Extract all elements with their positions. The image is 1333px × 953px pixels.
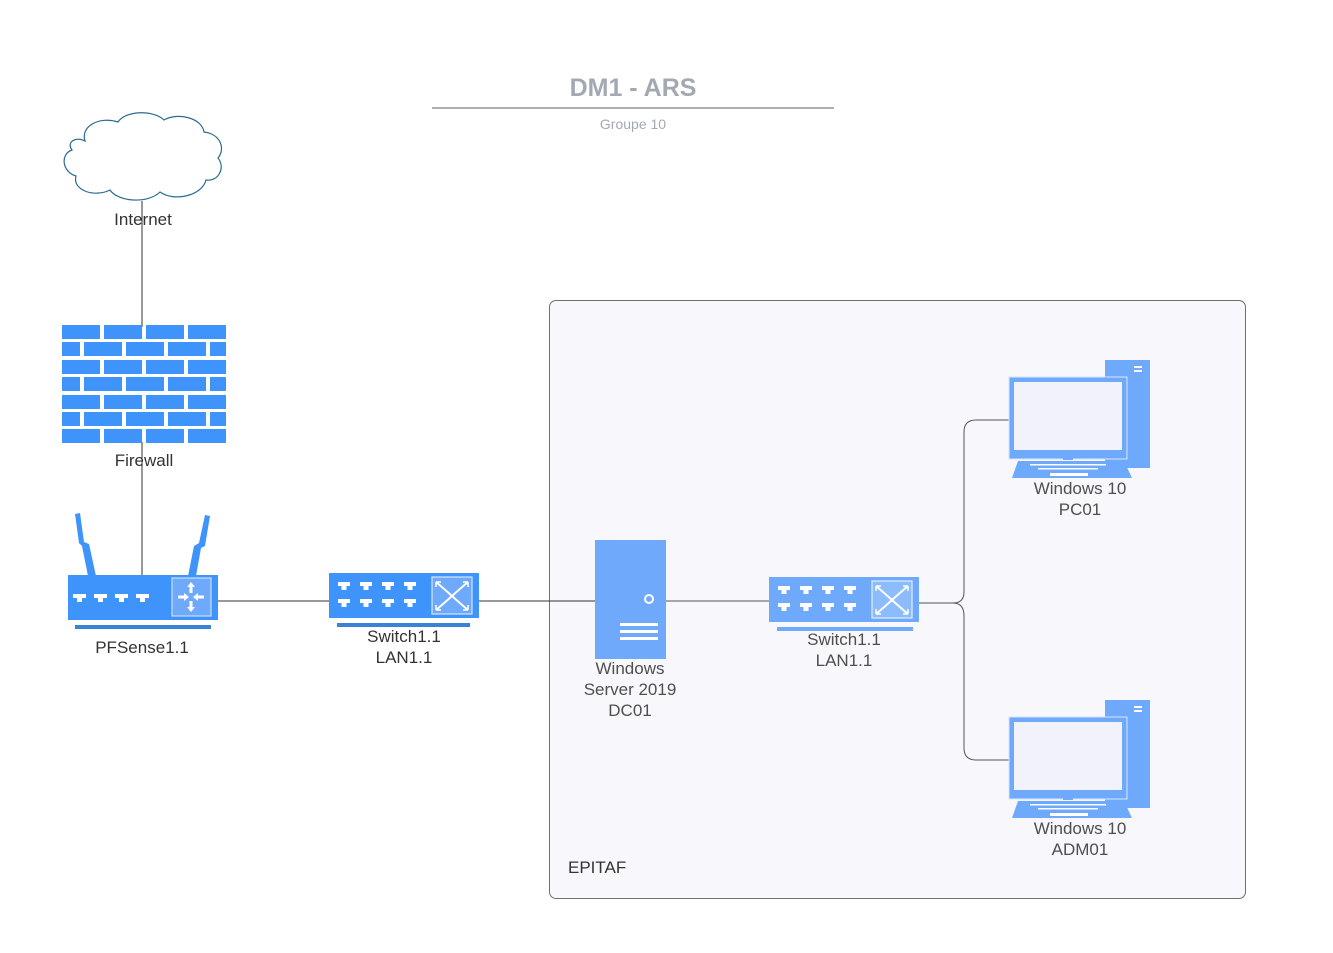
desktop-computer-icon[interactable] [1008, 699, 1152, 821]
cloud-icon[interactable] [60, 108, 226, 204]
internet-label: Internet [114, 210, 172, 229]
pc01-label-line2: PC01 [1058, 500, 1102, 519]
firewall-label: Firewall [114, 451, 174, 470]
brick-wall-icon[interactable] [62, 325, 226, 443]
server-label-line3: DC01 [608, 701, 652, 720]
zone-label: EPITAF [568, 858, 627, 877]
server-tower-icon[interactable] [595, 540, 666, 660]
adm01-label-line1: Windows 10 [1033, 819, 1127, 838]
wire-switch2-adm01[interactable] [918, 602, 1010, 761]
wireless-router-icon[interactable] [66, 510, 220, 632]
network-switch-icon[interactable] [768, 576, 920, 634]
diagram-subtitle: Groupe 10 [599, 116, 667, 132]
server-label-line2: Server 2019 [583, 680, 677, 699]
switch1-label-line1: Switch1.1 [367, 627, 441, 646]
switch2-label-line1: Switch1.1 [807, 630, 881, 649]
pc01-label-line1: Windows 10 [1033, 479, 1127, 498]
switch1-label-line2: LAN1.1 [375, 648, 433, 667]
network-switch-icon[interactable] [328, 572, 480, 630]
diagram-title: DM1 - ARS [569, 74, 697, 102]
router-label: PFSense1.1 [95, 638, 189, 657]
desktop-computer-icon[interactable] [1008, 359, 1152, 481]
server-label-line1: Windows [595, 659, 665, 678]
title-divider [432, 107, 834, 109]
wire-switch2-pc01[interactable] [918, 419, 1010, 604]
adm01-label-line2: ADM01 [1051, 840, 1109, 859]
switch2-label-line2: LAN1.1 [815, 651, 873, 670]
